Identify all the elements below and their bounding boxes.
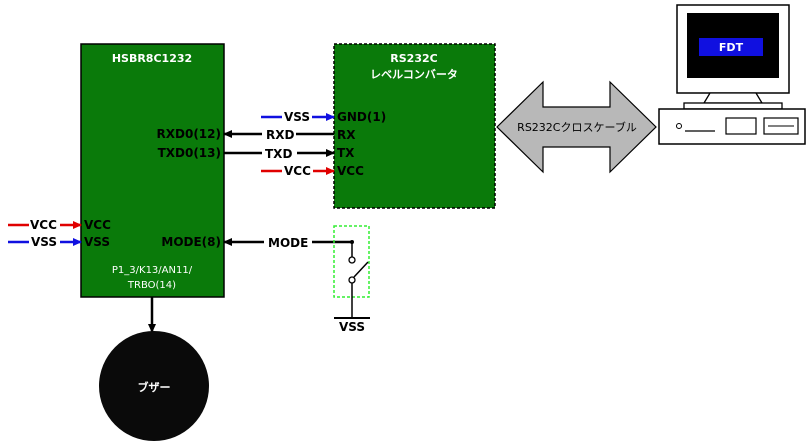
cable: RS232Cクロスケーブル <box>496 80 657 174</box>
fdt-window <box>699 38 763 56</box>
converter-body <box>333 43 496 209</box>
monitor-stand <box>702 92 764 104</box>
mcu-pin-p13-line1: P1_3/K13/AN11/ <box>112 265 193 276</box>
converter-title-line2: レベルコンバータ <box>370 68 458 81</box>
cable-label: RS232Cクロスケーブル <box>517 120 637 134</box>
buzzer: ブザー <box>99 297 209 441</box>
txd-label: TXD <box>265 147 292 161</box>
vss-conv-label: VSS <box>284 110 310 124</box>
converter-title-line1: RS232C <box>390 52 437 65</box>
mcu-title: HSBR8C1232 <box>112 52 192 65</box>
mcu-pin-txd0: TXD0(13) <box>158 146 221 160</box>
vcc-conv-label: VCC <box>284 164 311 178</box>
pc: FDT <box>658 4 806 145</box>
switch-contact-bottom <box>348 276 356 284</box>
switch-box <box>333 225 370 298</box>
mcu-pin-vss: VSS <box>84 235 110 249</box>
switch-lever <box>353 261 369 278</box>
mcu-pin-vcc: VCC <box>84 218 111 232</box>
mode-label: MODE <box>268 236 308 250</box>
mcu-board-body <box>80 43 225 298</box>
mcu-pin-p13-line2: TRBO(14) <box>127 280 176 291</box>
mode-circuit: MODE VSS <box>223 225 370 334</box>
converter-wires: VSS RXD TXD VCC <box>223 110 335 178</box>
mcu-pin-mode: MODE(8) <box>161 235 221 249</box>
buzzer-body <box>99 331 209 441</box>
mcu-board: HSBR8C1232 RXD0(12) TXD0(13) VCC VSS MOD… <box>80 43 225 298</box>
vss-switch-label: VSS <box>339 320 365 334</box>
converter-pin-gnd: GND(1) <box>337 110 386 124</box>
switch-contact-top <box>348 256 356 264</box>
rxd-label: RXD <box>266 128 294 142</box>
level-converter: RS232C レベルコンバータ GND(1) RX TX VCC <box>333 43 496 209</box>
converter-pin-vcc: VCC <box>337 164 364 178</box>
cable-double-arrow <box>496 80 657 174</box>
monitor-base <box>683 102 783 110</box>
buzzer-label: ブザー <box>138 380 171 394</box>
converter-pin-tx: TX <box>337 146 355 160</box>
vcc-mcu-label: VCC <box>30 218 57 232</box>
vss-mcu-label: VSS <box>31 235 57 249</box>
drive-bay-1 <box>725 117 757 135</box>
fdt-label: FDT <box>719 41 744 54</box>
power-button <box>676 123 682 129</box>
mcu-pin-rxd0: RXD0(12) <box>157 127 221 141</box>
mcu-power-wires: VCC VSS <box>8 218 82 249</box>
converter-pin-rx: RX <box>337 128 356 142</box>
